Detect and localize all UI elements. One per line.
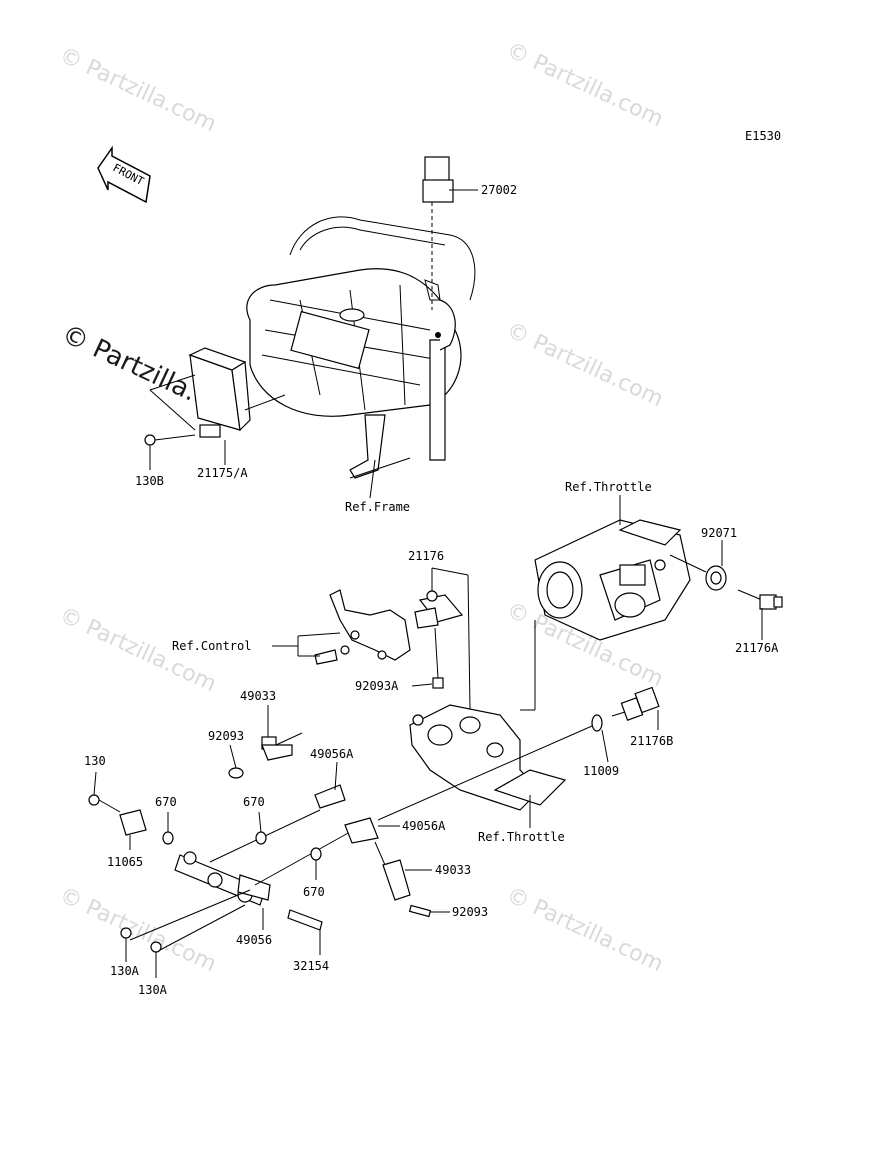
part-21176-sensor bbox=[414, 568, 464, 689]
label-ref-throttle-bottom: Ref.Throttle bbox=[478, 830, 565, 844]
part-130a-bolt-a bbox=[120, 927, 132, 962]
front-arrow-icon: FRONT bbox=[97, 145, 151, 204]
label-670-a: 670 bbox=[155, 795, 177, 809]
label-ref-control: Ref.Control bbox=[172, 639, 251, 653]
label-21176: 21176 bbox=[408, 549, 444, 563]
part-130b-bolt bbox=[144, 434, 196, 470]
label-ref-throttle-top: Ref.Throttle bbox=[565, 480, 652, 494]
part-49033-injector-bottom bbox=[374, 841, 432, 901]
throttle-body bbox=[534, 495, 691, 641]
label-92093-bottom: 92093 bbox=[452, 905, 488, 919]
part-32154-pipe bbox=[287, 909, 323, 955]
label-21176a: 21176A bbox=[735, 641, 779, 655]
part-92093-oring-top bbox=[228, 744, 244, 779]
label-49056a-mid: 49056A bbox=[402, 819, 446, 833]
part-21175a-ecu bbox=[149, 347, 286, 438]
part-670-oring-a bbox=[162, 812, 174, 845]
label-11065: 11065 bbox=[107, 855, 143, 869]
part-11065-cap bbox=[119, 809, 147, 850]
label-92093-top: 92093 bbox=[208, 729, 244, 743]
label-ref-frame: Ref.Frame bbox=[345, 500, 410, 514]
part-49056a-mid bbox=[344, 817, 400, 844]
label-32154: 32154 bbox=[293, 959, 329, 973]
label-670-b: 670 bbox=[243, 795, 265, 809]
label-92093a: 92093A bbox=[355, 679, 399, 693]
part-49033-injector-top bbox=[261, 705, 303, 761]
label-130: 130 bbox=[84, 754, 106, 768]
label-49033-bottom: 49033 bbox=[435, 863, 471, 877]
part-130a-bolt-b bbox=[150, 941, 162, 978]
label-11009: 11009 bbox=[583, 764, 619, 778]
label-21176b: 21176B bbox=[630, 734, 673, 748]
label-49056: 49056 bbox=[236, 933, 272, 947]
label-92071: 92071 bbox=[701, 526, 737, 540]
watermark: © Partzilla.com bbox=[502, 318, 666, 412]
label-49033-top: 49033 bbox=[240, 689, 276, 703]
part-49056a-top bbox=[314, 761, 346, 809]
label-670-c: 670 bbox=[303, 885, 325, 899]
label-130a-b: 130A bbox=[138, 983, 168, 997]
intake-manifold bbox=[409, 704, 567, 811]
part-11009-gasket bbox=[591, 714, 609, 763]
part-130-bolt bbox=[88, 771, 121, 813]
part-21176a-sensor bbox=[737, 589, 783, 640]
label-130a-a: 130A bbox=[110, 964, 140, 978]
label-21175a: 21175/A bbox=[197, 466, 248, 480]
watermark: © Partzilla.com bbox=[55, 43, 219, 137]
watermark: © Partzilla.com bbox=[502, 883, 666, 977]
frame-assembly bbox=[246, 216, 476, 479]
watermark: © Partzilla.com bbox=[502, 38, 666, 132]
label-49056a-top: 49056A bbox=[310, 747, 354, 761]
part-21176b-sensor bbox=[611, 686, 660, 730]
diagram-code: E1530 bbox=[745, 129, 781, 143]
label-27002: 27002 bbox=[481, 183, 517, 197]
part-670-oring-c bbox=[310, 847, 322, 880]
label-130b: 130B bbox=[135, 474, 164, 488]
part-670-oring-b bbox=[255, 811, 267, 845]
part-92071-grommet bbox=[669, 540, 727, 591]
part-27002-connector bbox=[422, 156, 478, 310]
control-bracket bbox=[314, 589, 411, 665]
part-92093-oring-bottom bbox=[408, 904, 450, 918]
